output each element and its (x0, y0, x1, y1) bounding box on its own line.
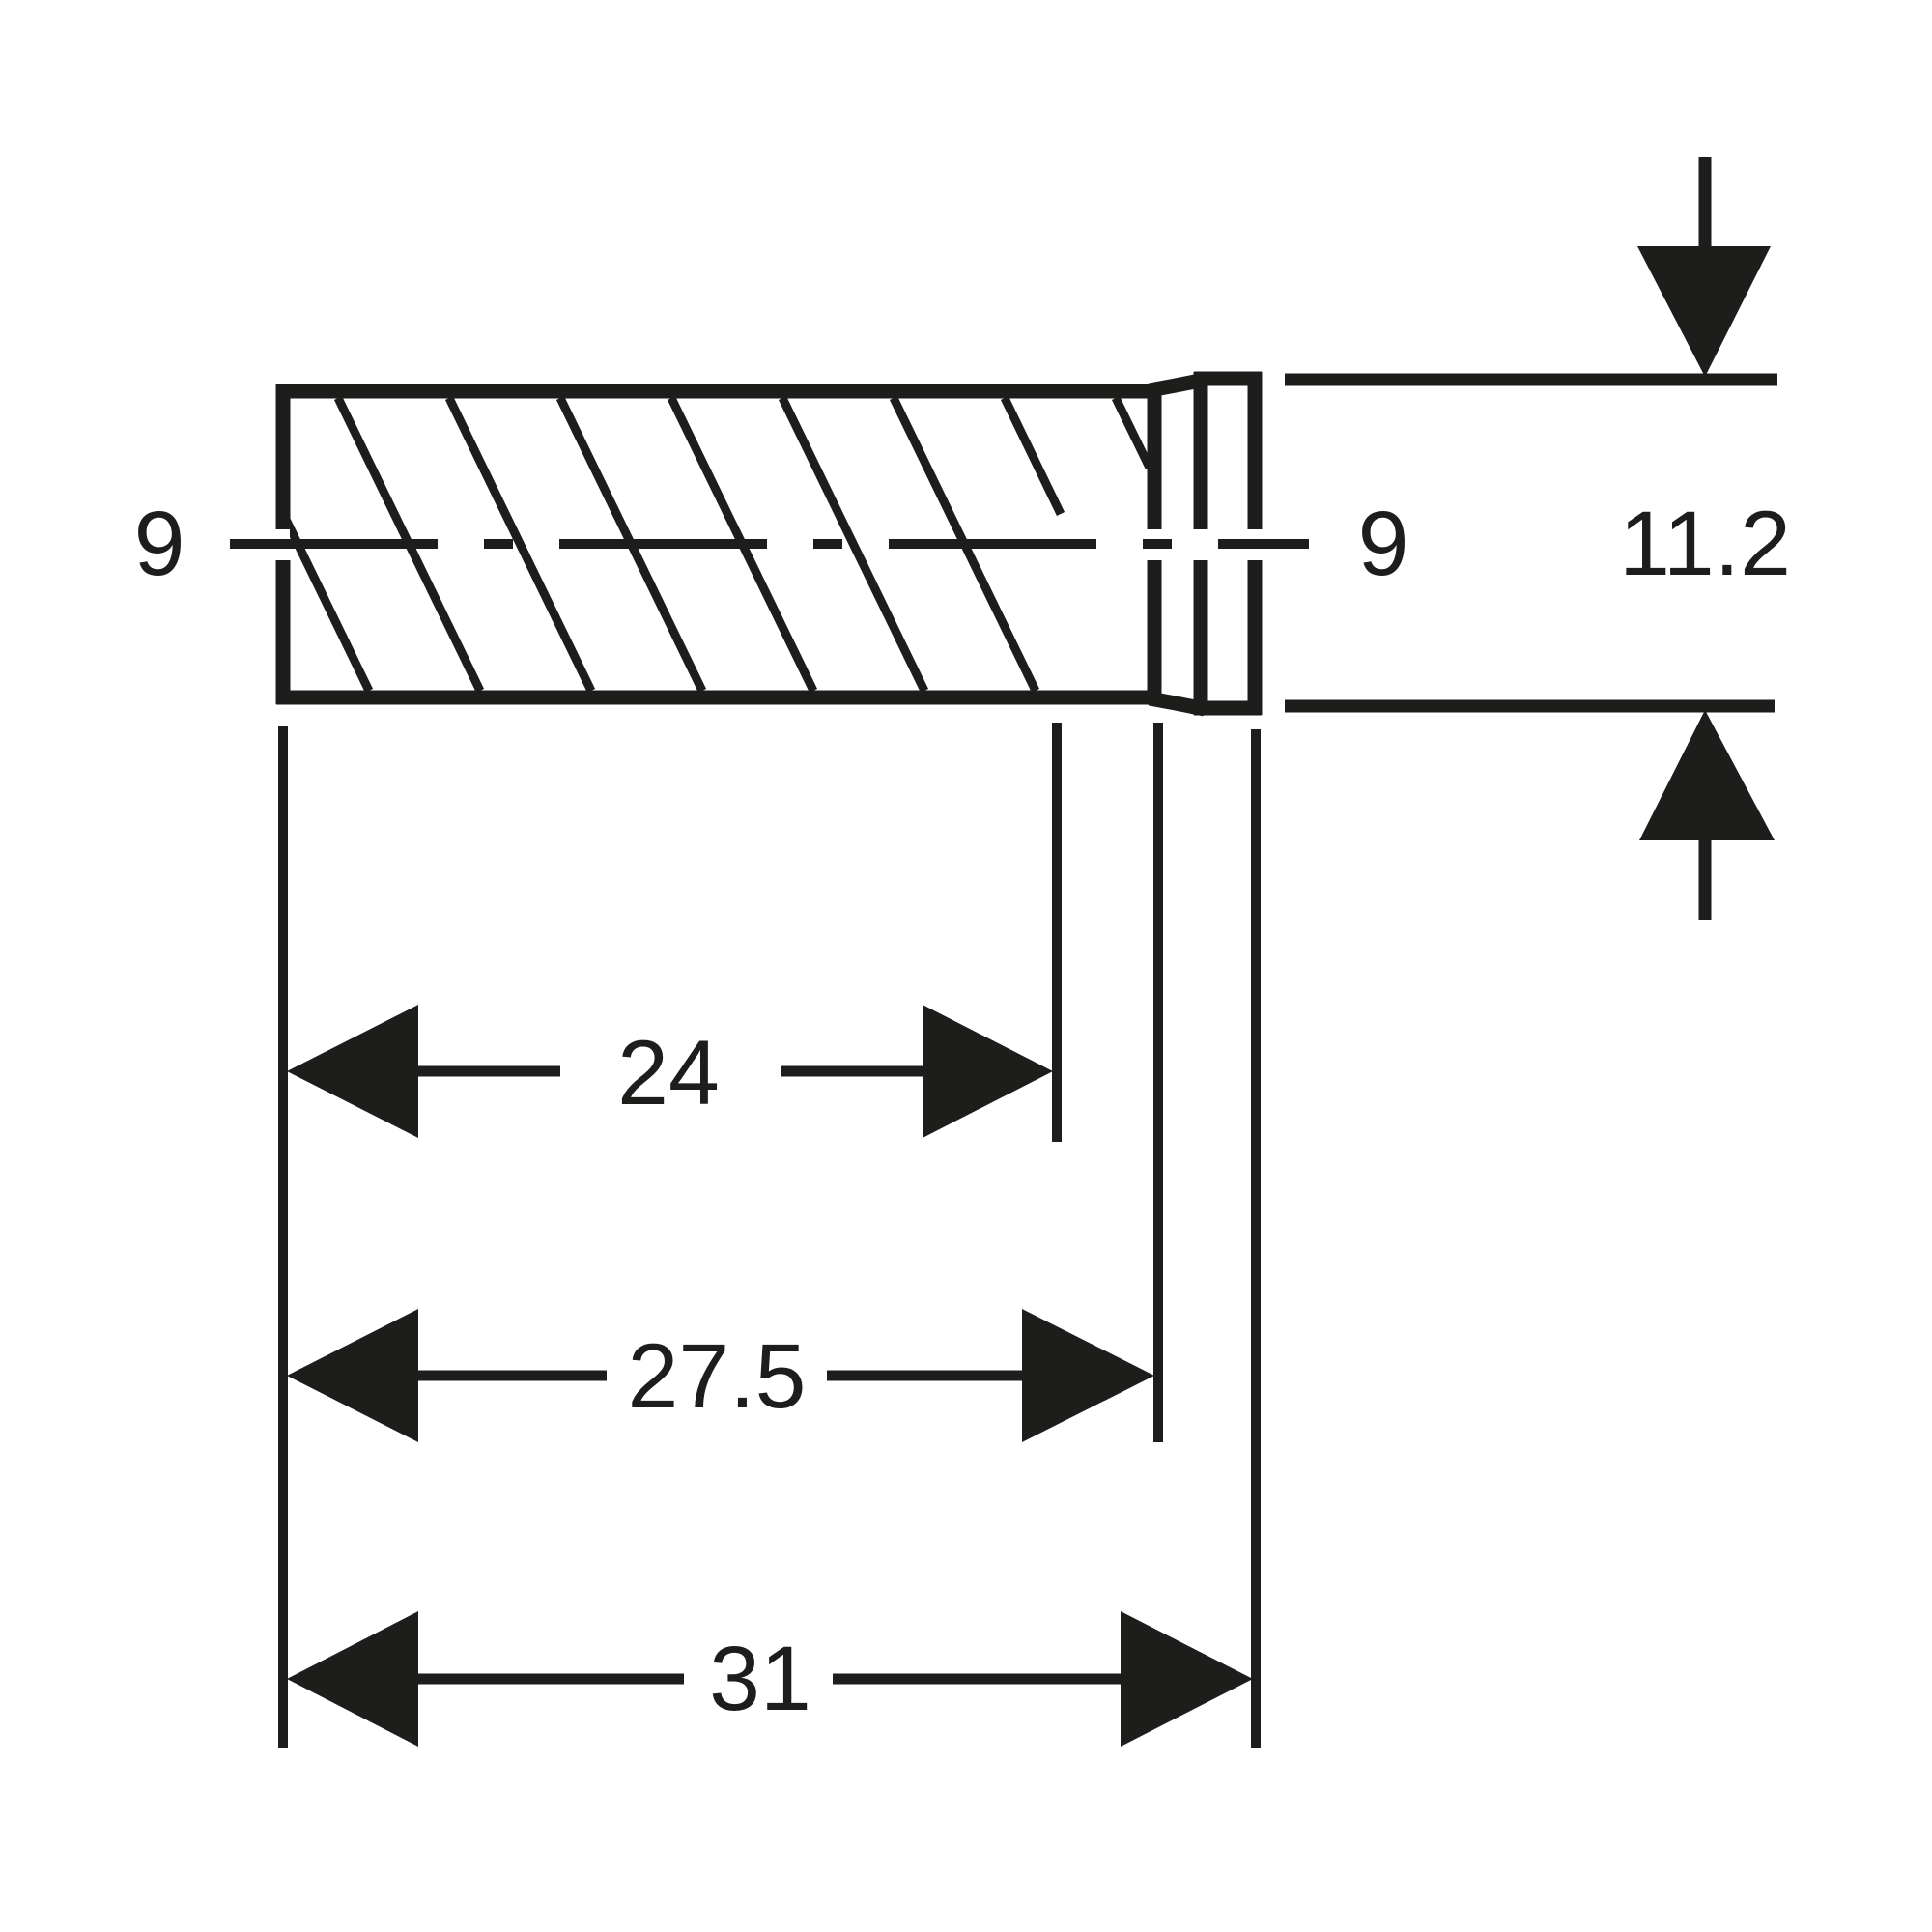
dimension-24 (287, 1005, 1053, 1138)
label-flange-diameter: 11.2 (1619, 493, 1791, 595)
arrow-up-icon (1639, 710, 1775, 840)
part-cross-section (230, 371, 1309, 717)
arrow-left-icon (287, 1005, 418, 1138)
dimension-27-5 (287, 1309, 1154, 1442)
flange-outline (1193, 371, 1263, 716)
hatch-line (444, 398, 596, 691)
label-dimension-31: 31 (709, 1628, 811, 1730)
arrow-right-icon (1022, 1309, 1154, 1442)
hatch-line (778, 398, 929, 691)
dimension-31 (287, 1611, 1253, 1747)
arrow-down-icon (1637, 246, 1771, 377)
body-outline (275, 384, 1162, 705)
label-diameter-right: 9 (1358, 493, 1409, 595)
arrow-right-icon (923, 1005, 1053, 1138)
label-diameter-left: 9 (134, 493, 185, 595)
label-dimension-24: 24 (617, 1022, 720, 1124)
arrow-left-icon (287, 1611, 418, 1747)
hatch-line-partial (1000, 398, 1065, 516)
label-dimension-27-5: 27.5 (628, 1325, 807, 1428)
extension-lines (278, 723, 1261, 1748)
arrow-left-icon (287, 1309, 418, 1442)
dimension-flange-diameter (1285, 157, 1777, 920)
arrow-right-icon (1121, 1611, 1253, 1747)
hatch-line-partial (1111, 398, 1148, 469)
